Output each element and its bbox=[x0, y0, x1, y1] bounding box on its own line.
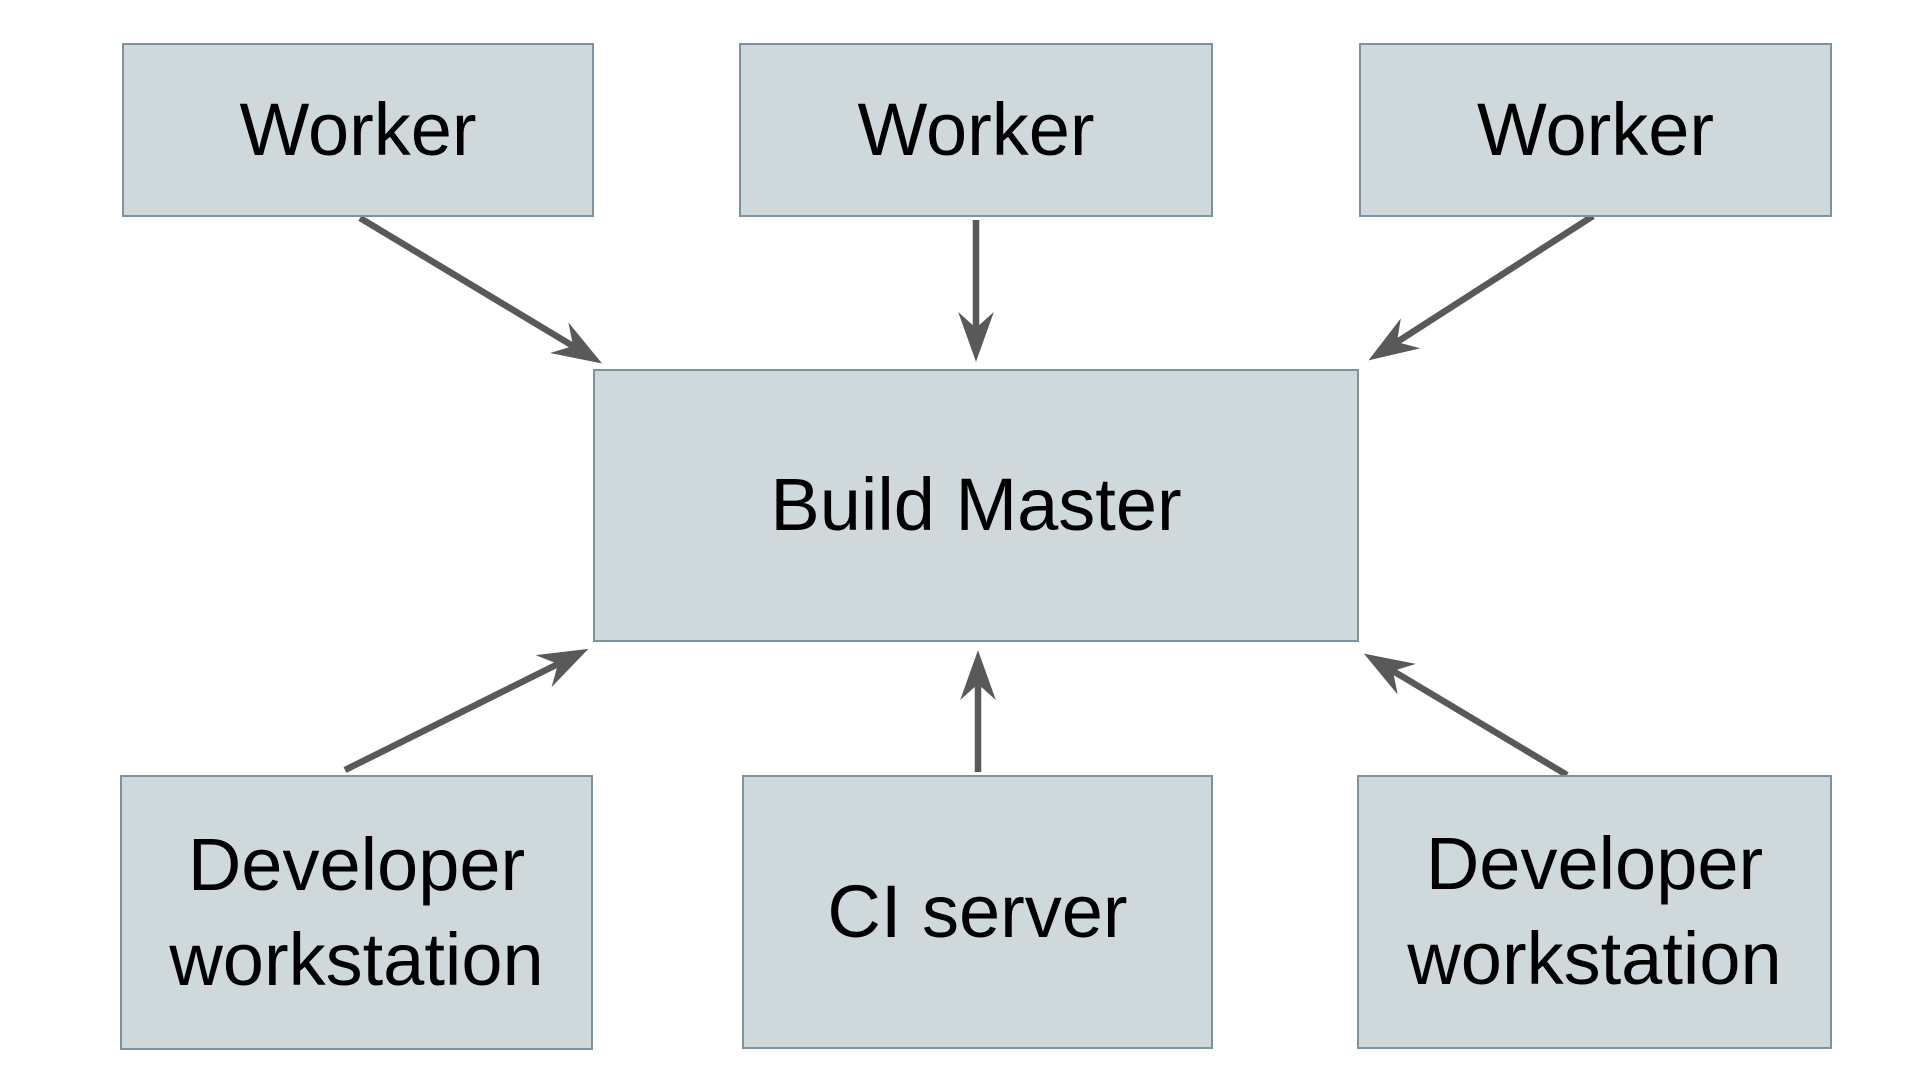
node-worker-2: Worker bbox=[739, 43, 1213, 217]
node-build-master-label: Build Master bbox=[770, 463, 1182, 547]
edge-worker-3-to-build-master bbox=[1368, 213, 1595, 361]
node-ci-server-label: CI server bbox=[827, 869, 1128, 953]
node-developer-workstation-right: Developer workstation bbox=[1357, 775, 1832, 1049]
edge-worker-1-to-build-master bbox=[358, 215, 603, 364]
node-worker-2-label: Worker bbox=[857, 87, 1095, 171]
node-worker-3: Worker bbox=[1359, 43, 1832, 217]
edge-dev-workstation-left-to-build-master bbox=[343, 648, 589, 773]
node-ci-server: CI server bbox=[742, 775, 1213, 1049]
node-worker-1: Worker bbox=[122, 43, 594, 217]
node-worker-1-label: Worker bbox=[239, 87, 477, 171]
node-developer-workstation-left-label: Developer workstation bbox=[169, 822, 544, 1001]
node-worker-3-label: Worker bbox=[1476, 87, 1715, 171]
node-build-master: Build Master bbox=[593, 369, 1359, 642]
node-developer-workstation-left: Developer workstation bbox=[120, 775, 593, 1050]
edge-dev-workstation-right-to-build-master bbox=[1363, 653, 1569, 778]
node-developer-workstation-right-label: Developer workstation bbox=[1407, 822, 1782, 1000]
